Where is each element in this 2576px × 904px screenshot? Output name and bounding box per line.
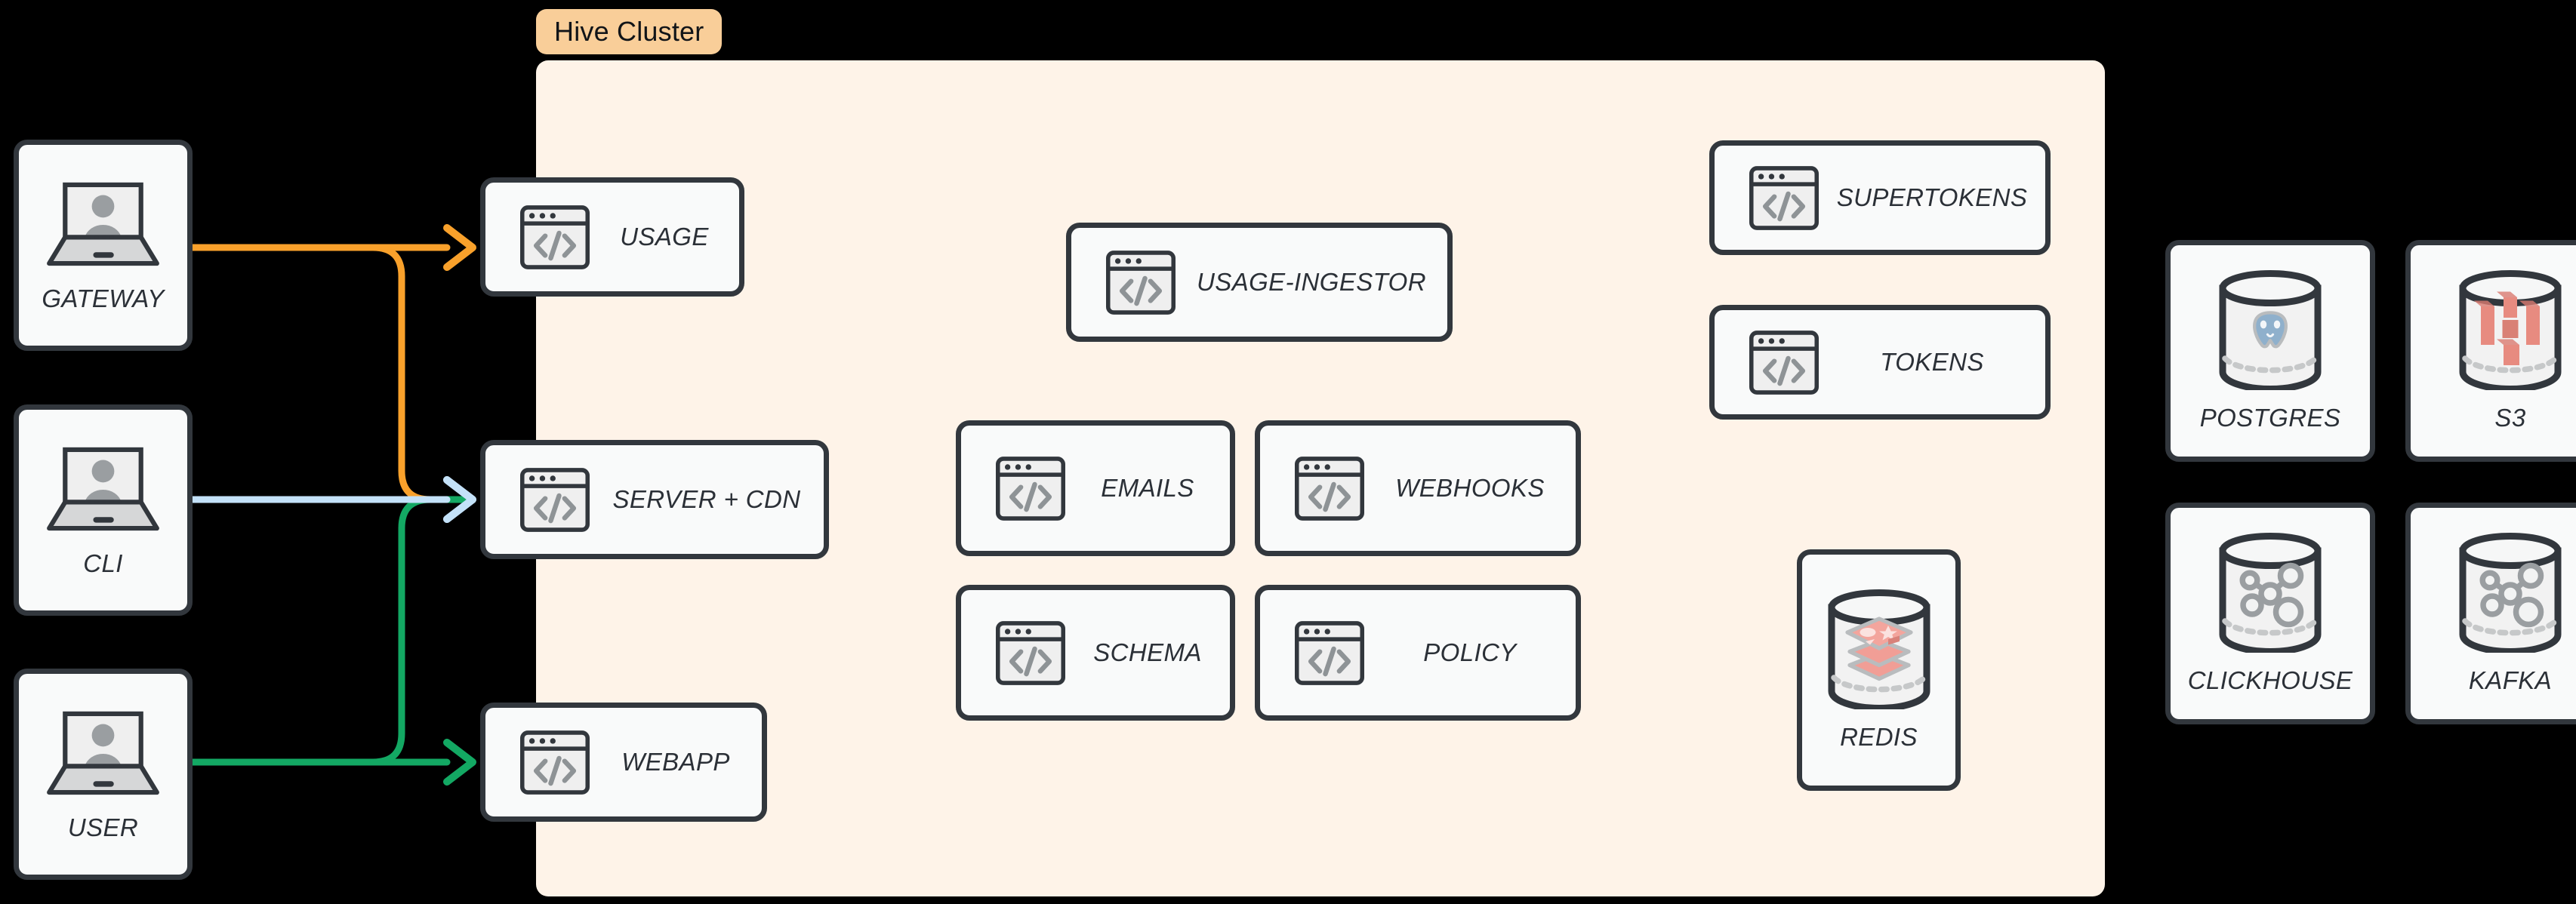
node-label: USAGE — [620, 223, 709, 251]
node-cli[interactable]: CLI — [14, 404, 193, 616]
db-s3-icon — [2454, 269, 2567, 390]
db-kafka-icon — [2454, 532, 2567, 653]
node-label: POSTGRES — [2199, 403, 2341, 432]
node-clickhouse[interactable]: CLICKHOUSE — [2165, 503, 2375, 724]
node-label: SCHEMA — [1093, 638, 1202, 666]
node-label: TOKENS — [1880, 348, 1984, 376]
node-label: CLI — [83, 549, 123, 577]
node-label: WEBHOOKS — [1395, 474, 1545, 502]
laptop-user-icon — [45, 177, 162, 271]
hive-cluster-badge: Hive Cluster — [536, 9, 723, 54]
code-window-icon — [1106, 250, 1176, 315]
node-usage[interactable]: USAGE — [480, 177, 744, 297]
code-window-icon — [1295, 620, 1364, 685]
node-label: KAFKA — [2468, 666, 2553, 694]
node-emails[interactable]: EMAILS — [956, 420, 1235, 556]
node-label: REDIS — [1840, 722, 1918, 751]
node-label: WEBAPP — [621, 748, 730, 776]
code-window-icon — [1749, 165, 1819, 230]
node-user[interactable]: USER — [14, 669, 193, 880]
node-label: USER — [67, 813, 139, 841]
db-redis-icon — [1823, 589, 1936, 709]
node-label: POLICY — [1423, 638, 1517, 666]
code-window-icon — [1295, 456, 1364, 521]
code-window-icon — [1749, 330, 1819, 395]
laptop-user-icon — [45, 442, 162, 536]
node-kafka[interactable]: KAFKA — [2405, 503, 2576, 724]
code-window-icon — [996, 620, 1065, 685]
node-redis[interactable]: REDIS — [1797, 549, 1961, 791]
node-s3[interactable]: S3 — [2405, 240, 2576, 462]
node-server-cdn[interactable]: SERVER + CDN — [480, 440, 829, 559]
node-label: GATEWAY — [42, 284, 165, 312]
code-window-icon — [520, 467, 590, 532]
node-label: S3 — [2494, 403, 2526, 432]
node-label: EMAILS — [1101, 474, 1194, 502]
node-label: USAGE-INGESTOR — [1197, 268, 1426, 296]
node-label: CLICKHOUSE — [2187, 666, 2353, 694]
node-gateway[interactable]: GATEWAY — [14, 140, 193, 351]
node-policy[interactable]: POLICY — [1255, 585, 1581, 721]
node-tokens[interactable]: TOKENS — [1709, 305, 2051, 420]
node-label: SUPERTOKENS — [1836, 183, 2028, 211]
laptop-user-icon — [45, 706, 162, 800]
db-clickhouse-icon — [2214, 532, 2327, 653]
db-postgres-icon — [2214, 269, 2327, 390]
node-schema[interactable]: SCHEMA — [956, 585, 1235, 721]
node-usage-ingestor[interactable]: USAGE-INGESTOR — [1066, 223, 1453, 342]
node-postgres[interactable]: POSTGRES — [2165, 240, 2375, 462]
code-window-icon — [520, 204, 590, 269]
code-window-icon — [996, 456, 1065, 521]
node-supertokens[interactable]: SUPERTOKENS — [1709, 140, 2051, 255]
node-webhooks[interactable]: WEBHOOKS — [1255, 420, 1581, 556]
node-label: SERVER + CDN — [612, 485, 801, 513]
node-webapp[interactable]: WEBAPP — [480, 703, 767, 822]
code-window-icon — [520, 730, 590, 795]
